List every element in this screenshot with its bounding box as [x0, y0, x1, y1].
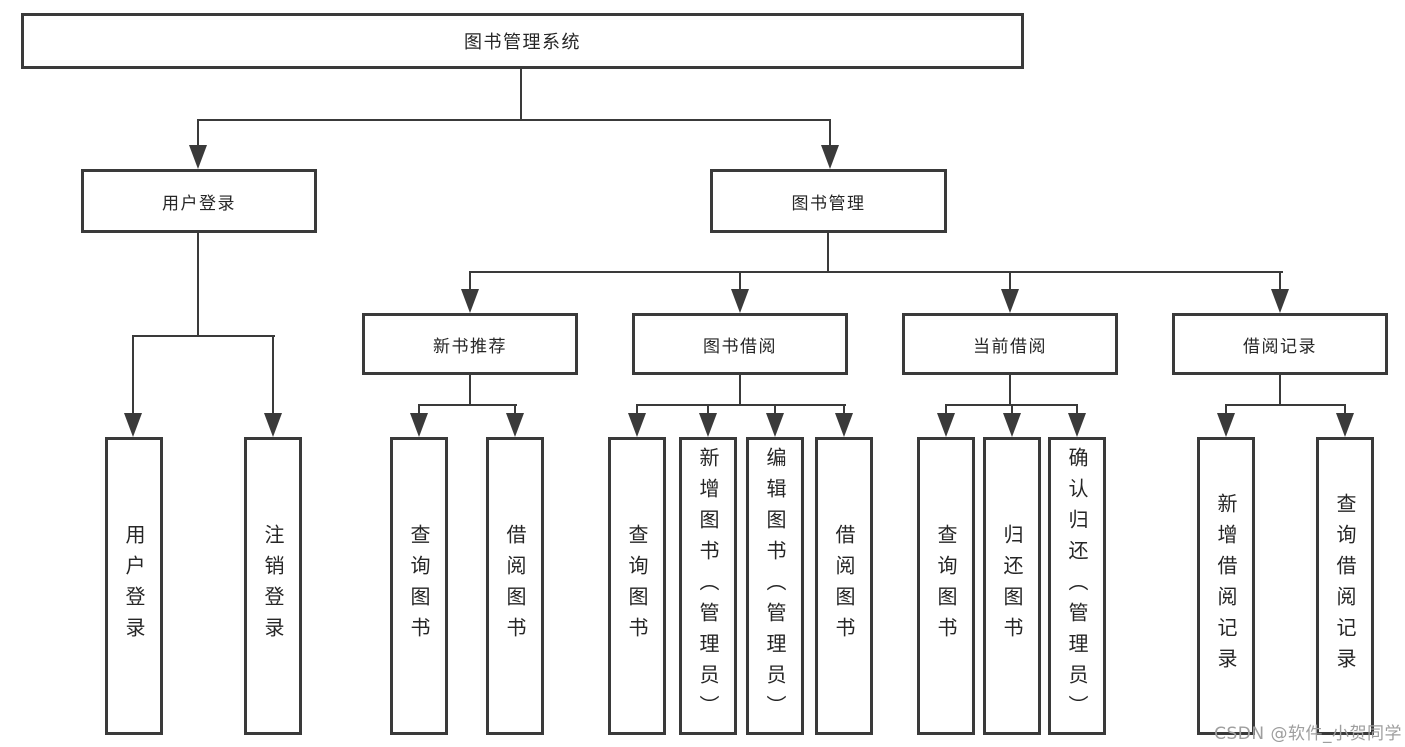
connector-line [469, 273, 471, 291]
connector-line [1076, 406, 1078, 415]
connector-line [843, 406, 845, 415]
arrow-down-icon [835, 413, 853, 437]
arrow-down-icon [766, 413, 784, 437]
connector-line [1279, 273, 1281, 291]
arrow-down-icon [1217, 413, 1235, 437]
connector-line [197, 233, 199, 337]
connector-line [132, 335, 275, 337]
node-label: 查询图书 [934, 524, 958, 648]
leaf-user-login: 用户登录 [105, 437, 163, 735]
arrow-down-icon [1336, 413, 1354, 437]
connector-line [1009, 273, 1011, 291]
leaf-borrow-books: 借阅图书 [815, 437, 873, 735]
node-label: 借阅图书 [503, 524, 527, 648]
connector-line [636, 404, 846, 406]
node-label: 图书管理系统 [464, 32, 581, 53]
connector-line [272, 337, 274, 415]
node-borrow-records: 借阅记录 [1172, 313, 1388, 375]
node-label: 新增图书（管理员） [696, 446, 720, 726]
arrow-down-icon [1068, 413, 1086, 437]
arrow-down-icon [1001, 289, 1019, 313]
node-label: 归还图书 [1000, 524, 1024, 648]
connector-line [827, 233, 829, 273]
connector-line [1011, 406, 1013, 415]
connector-line [1225, 406, 1227, 415]
arrow-down-icon [461, 289, 479, 313]
connector-line [469, 375, 471, 406]
leaf-query-books-recommend: 查询图书 [390, 437, 448, 735]
leaf-confirm-return-admin: 确认归还（管理员） [1048, 437, 1106, 735]
connector-line [636, 406, 638, 415]
node-new-book-recommend: 新书推荐 [362, 313, 578, 375]
node-user-login: 用户登录 [81, 169, 317, 233]
connector-line [514, 406, 516, 415]
connector-line [774, 406, 776, 415]
node-library-management-system: 图书管理系统 [21, 13, 1024, 69]
connector-line [132, 337, 134, 415]
node-label: 查询图书 [407, 524, 431, 648]
connector-line [469, 271, 1283, 273]
node-label: 图书借阅 [703, 336, 777, 357]
node-label: 查询借阅记录 [1333, 493, 1357, 679]
watermark: CSDN @软件_小贺同学 [1214, 724, 1402, 744]
leaf-return-books: 归还图书 [983, 437, 1041, 735]
node-label: 借阅图书 [832, 524, 856, 648]
node-current-borrow: 当前借阅 [902, 313, 1118, 375]
arrow-down-icon [937, 413, 955, 437]
connector-line [739, 273, 741, 291]
arrow-down-icon [699, 413, 717, 437]
leaf-add-book-admin: 新增图书（管理员） [679, 437, 737, 735]
connector-line [197, 119, 831, 121]
node-book-management: 图书管理 [710, 169, 947, 233]
arrow-down-icon [124, 413, 142, 437]
connector-line [707, 406, 709, 415]
connector-line [945, 404, 1078, 406]
connector-line [418, 406, 420, 415]
connector-line [520, 69, 522, 121]
connector-line [1225, 404, 1346, 406]
connector-line [1009, 375, 1011, 406]
connector-line [739, 375, 741, 406]
connector-line [829, 121, 831, 147]
node-label: 借阅记录 [1243, 336, 1317, 357]
node-label: 查询图书 [625, 524, 649, 648]
node-label: 图书管理 [791, 193, 866, 214]
node-label: 当前借阅 [973, 336, 1047, 357]
node-label: 用户登录 [162, 193, 236, 214]
connector-line [418, 404, 517, 406]
node-label: 新增借阅记录 [1214, 493, 1238, 679]
node-label: 编辑图书（管理员） [763, 446, 787, 726]
arrow-down-icon [189, 145, 207, 169]
leaf-add-borrow-record: 新增借阅记录 [1197, 437, 1255, 735]
connector-line [945, 406, 947, 415]
arrow-down-icon [264, 413, 282, 437]
connector-line [197, 121, 199, 147]
connector-line [1279, 375, 1281, 406]
node-label: 注销登录 [261, 524, 285, 648]
node-label: 确认归还（管理员） [1065, 446, 1089, 726]
connector-line [1344, 406, 1346, 415]
arrow-down-icon [410, 413, 428, 437]
node-label: 用户登录 [122, 524, 146, 648]
arrow-down-icon [1271, 289, 1289, 313]
leaf-logout: 注销登录 [244, 437, 302, 735]
node-book-borrow: 图书借阅 [632, 313, 848, 375]
leaf-query-books-borrow: 查询图书 [608, 437, 666, 735]
arrow-down-icon [506, 413, 524, 437]
arrow-down-icon [821, 145, 839, 169]
leaf-borrow-books-recommend: 借阅图书 [486, 437, 544, 735]
node-label: 新书推荐 [433, 336, 507, 357]
leaf-query-books-current: 查询图书 [917, 437, 975, 735]
arrow-down-icon [1003, 413, 1021, 437]
leaf-edit-book-admin: 编辑图书（管理员） [746, 437, 804, 735]
arrow-down-icon [731, 289, 749, 313]
arrow-down-icon [628, 413, 646, 437]
leaf-query-borrow-record: 查询借阅记录 [1316, 437, 1374, 735]
